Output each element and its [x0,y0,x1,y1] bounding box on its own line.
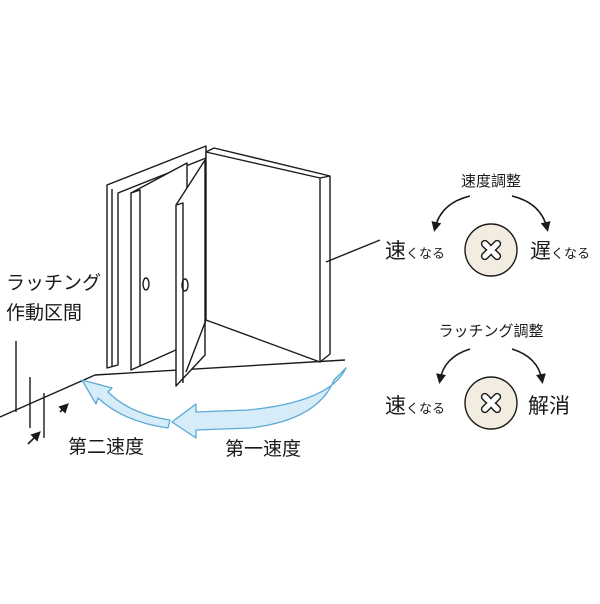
cross-head-screw-icon [464,223,518,277]
door-illustration [0,145,381,438]
cross-head-screw-icon [464,376,518,430]
latch-adjust-title: ラッチング調整 [438,322,543,340]
closing-path-arrows [81,367,347,439]
door-handle-back [142,277,150,291]
curved-arrow-icon [511,348,546,384]
latch-pointer-arrow-1 [27,431,41,445]
curved-arrow-icon [436,348,471,384]
speed-right-label: 遅くなる [530,239,590,263]
speed-adjust-title: 速度調整 [461,172,521,190]
wall-panel [205,151,321,363]
speed-left-label: 速くなる [385,239,445,263]
latching-zone-label-line2: 作動区間 [6,302,82,324]
screw-adjusters [464,223,518,430]
first-speed-label: 第一速度 [225,438,301,460]
latching-zone-label-line1: ラッチング [6,272,101,294]
curved-arrow-icon [431,195,471,232]
latch-right-label: 解消 [528,394,570,418]
second-speed-label: 第二速度 [68,436,144,458]
direction-arrows [431,195,551,384]
latch-pointer-arrow-2 [58,403,69,414]
leader-line [325,239,381,263]
door-frame-jamb [106,145,207,369]
curved-arrow-icon [511,195,551,232]
second-speed-arrow [81,379,171,429]
first-speed-arrow [171,367,347,439]
latch-left-label: 速くなる [385,394,445,418]
floor-line [0,359,346,418]
door-handle-front [181,278,189,292]
